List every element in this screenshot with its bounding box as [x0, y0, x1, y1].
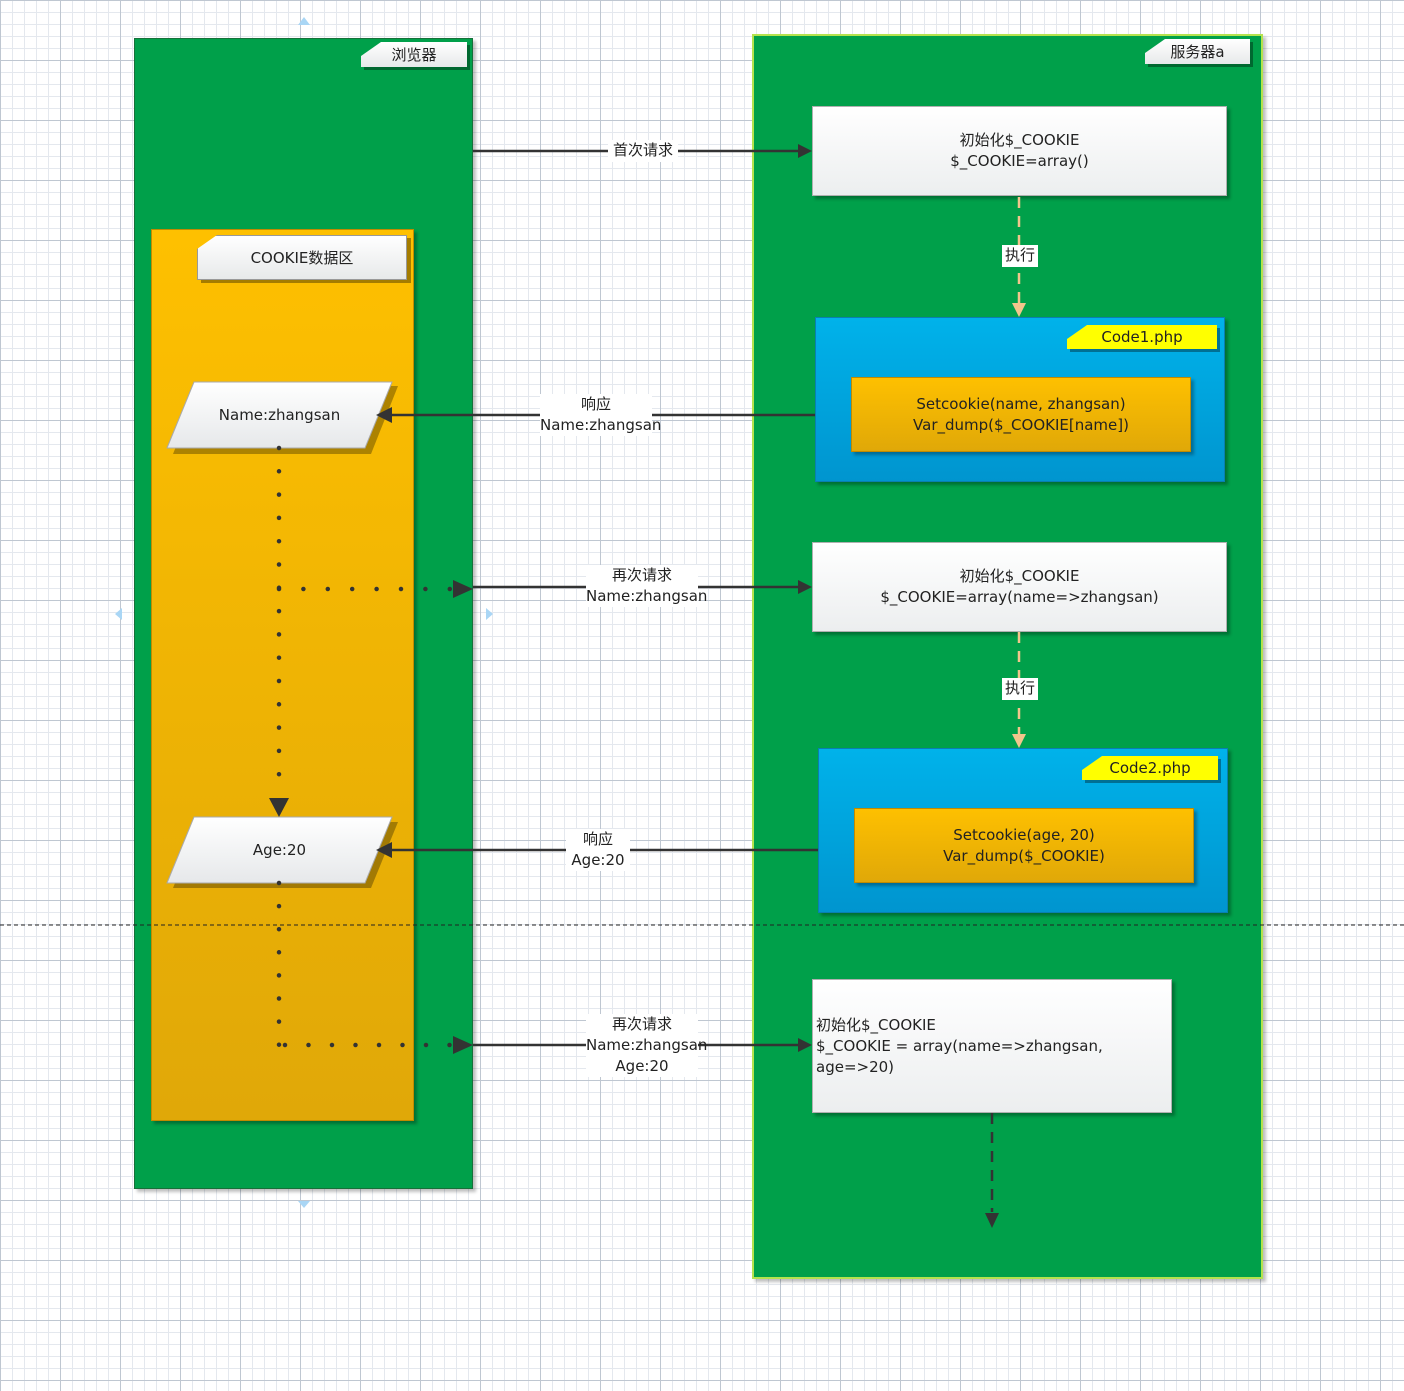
label-execute-2: 执行 — [1002, 678, 1038, 700]
code2-line2: Var_dump($_COOKIE) — [943, 846, 1105, 865]
label-response-2: 响应 Age:20 — [566, 829, 630, 871]
selection-handle-right — [486, 608, 493, 620]
cookie-zone-title: COOKIE数据区 — [197, 235, 407, 280]
server-lane-title: 服务器a — [1145, 39, 1250, 64]
label-request-3-line3: Age:20 — [615, 1057, 669, 1075]
selection-handle-top — [298, 17, 310, 25]
server-step-3-line1: 初始化$_COOKIE — [816, 1015, 936, 1034]
server-step-init-3: 初始化$_COOKIE $_COOKIE = array(name=>zhang… — [812, 979, 1172, 1113]
server-step-init-1: 初始化$_COOKIE $_COOKIE=array() — [812, 106, 1227, 196]
label-response-1-line2: Name:zhangsan — [540, 416, 662, 434]
code2-filename: Code2.php — [1082, 756, 1218, 780]
label-first-request: 首次请求 — [608, 140, 678, 162]
selection-handle-bottom — [298, 1201, 310, 1208]
cookie-item-age-text: Age:20 — [252, 841, 307, 859]
server-step-2-line1: 初始化$_COOKIE — [959, 567, 1080, 585]
server-step-1-line2: $_COOKIE=array() — [950, 152, 1089, 170]
server-step-2-line2: $_COOKIE=array(name=>zhangsan) — [880, 588, 1159, 606]
browser-lane-title: 浏览器 — [361, 42, 467, 67]
code2-line1: Setcookie(age, 20) — [953, 825, 1095, 844]
code2-call-box: Setcookie(age, 20) Var_dump($_COOKIE) — [854, 808, 1194, 883]
cookie-item-name — [166, 381, 393, 449]
server-step-3-line2: $_COOKIE = array(name=>zhangsan, age=>20… — [816, 1036, 1103, 1076]
label-request-2: 再次请求 Name:zhangsan — [586, 565, 708, 607]
label-request-3-line1: 再次请求 — [611, 1015, 672, 1033]
label-request-3: 再次请求 Name:zhangsan Age:20 — [586, 1014, 708, 1077]
label-request-2-line2: Name:zhangsan — [586, 587, 708, 605]
selection-handle-left — [115, 608, 122, 620]
label-response-1-line1: 响应 — [580, 395, 611, 413]
cookie-item-name-text: Name:zhangsan — [218, 406, 341, 424]
code1-line1: Setcookie(name, zhangsan) — [916, 394, 1126, 413]
cookie-data-zone — [151, 229, 414, 1121]
label-response-2-line1: 响应 — [582, 830, 613, 848]
label-request-2-line1: 再次请求 — [611, 566, 672, 584]
label-response-1: 响应 Name:zhangsan — [540, 394, 662, 436]
label-execute-1: 执行 — [1002, 245, 1038, 267]
server-step-1-line1: 初始化$_COOKIE — [959, 131, 1080, 149]
label-response-2-line2: Age:20 — [571, 851, 625, 869]
server-step-init-2: 初始化$_COOKIE $_COOKIE=array(name=>zhangsa… — [812, 542, 1227, 632]
code1-filename: Code1.php — [1067, 325, 1217, 349]
label-request-3-line2: Name:zhangsan — [586, 1036, 708, 1054]
code1-line2: Var_dump($_COOKIE[name]) — [913, 415, 1129, 434]
code1-call-box: Setcookie(name, zhangsan) Var_dump($_COO… — [851, 377, 1191, 452]
cookie-item-age — [166, 816, 393, 884]
